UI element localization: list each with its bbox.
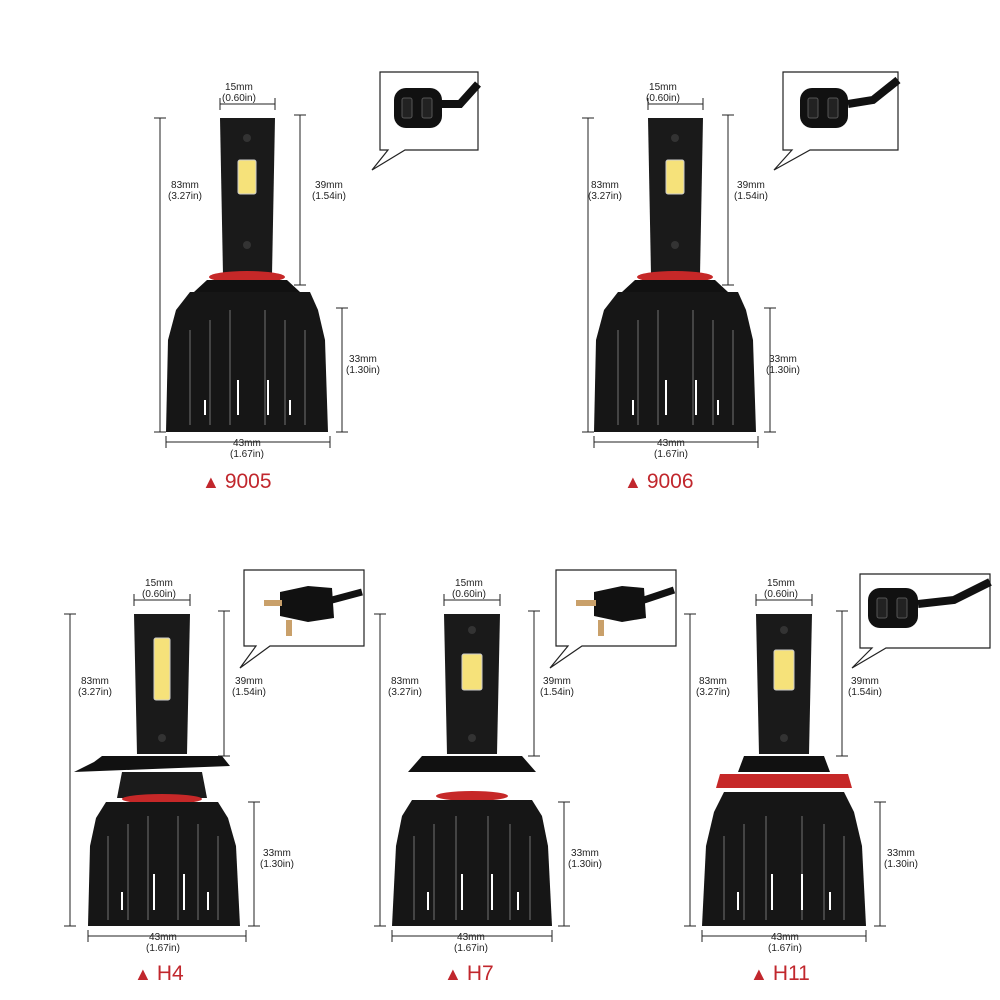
diameter-dimension: 43mm(1.67in): [654, 438, 688, 460]
height-dimension: 83mm(3.27in): [388, 676, 422, 698]
width-dimension: 15mm(0.60in): [222, 82, 256, 104]
model-label: ▲H4: [134, 962, 184, 985]
model-label: ▲9006: [624, 470, 694, 493]
base-dimension: 33mm(1.30in): [346, 354, 380, 376]
bulb-9006-drawing: [582, 71, 901, 448]
bulb-9005-drawing: [154, 71, 481, 448]
base-dimension: 33mm(1.30in): [260, 848, 294, 870]
diameter-dimension: 43mm(1.67in): [768, 932, 802, 954]
base-dimension: 33mm(1.30in): [568, 848, 602, 870]
bulb-h4-drawing: [64, 569, 365, 942]
width-dimension: 15mm(0.60in): [452, 578, 486, 600]
height-dimension: 83mm(3.27in): [78, 676, 112, 698]
base-dimension: 33mm(1.30in): [766, 354, 800, 376]
bulb-h11-drawing: [684, 573, 992, 942]
bulb-panel-h4: 15mm(0.60in) 83mm(3.27in) 39mm(1.54in) 3…: [62, 566, 372, 996]
width-dimension: 15mm(0.60in): [764, 578, 798, 600]
model-label: ▲H11: [750, 962, 810, 985]
height-dimension: 83mm(3.27in): [696, 676, 730, 698]
stem-dimension: 39mm(1.54in): [312, 180, 346, 202]
bulb-panel-9006: 15mm(0.60in) 83mm(3.27in) 39mm(1.54in) 3…: [568, 70, 918, 500]
height-dimension: 83mm(3.27in): [588, 180, 622, 202]
height-dimension: 83mm(3.27in): [168, 180, 202, 202]
diameter-dimension: 43mm(1.67in): [230, 438, 264, 460]
diameter-dimension: 43mm(1.67in): [146, 932, 180, 954]
base-dimension: 33mm(1.30in): [884, 848, 918, 870]
width-dimension: 15mm(0.60in): [142, 578, 176, 600]
stem-dimension: 39mm(1.54in): [734, 180, 768, 202]
stem-dimension: 39mm(1.54in): [540, 676, 574, 698]
stem-dimension: 39mm(1.54in): [232, 676, 266, 698]
model-label: ▲H7: [444, 962, 494, 985]
bulb-panel-9005: 15mm(0.60in) 83mm(3.27in) 39mm(1.54in) 3…: [150, 70, 481, 500]
bulb-panel-h11: 15mm(0.60in) 83mm(3.27in) 39mm(1.54in) 3…: [684, 566, 998, 996]
stem-dimension: 39mm(1.54in): [848, 676, 882, 698]
model-label: ▲9005: [202, 470, 272, 493]
bulb-h7-drawing: [374, 569, 677, 942]
bulb-panel-h7: 15mm(0.60in) 83mm(3.27in) 39mm(1.54in) 3…: [372, 566, 682, 996]
diameter-dimension: 43mm(1.67in): [454, 932, 488, 954]
width-dimension: 15mm(0.60in): [646, 82, 680, 104]
